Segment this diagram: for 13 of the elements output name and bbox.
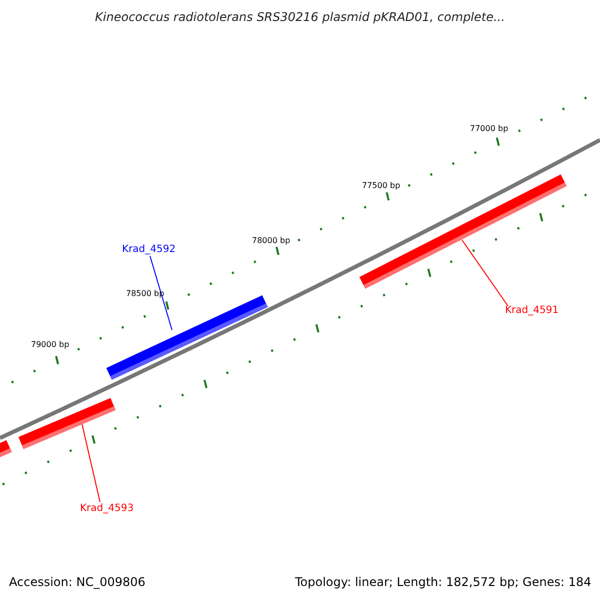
scale-label: 77000 bp [470,124,508,133]
gene-label: Krad_4591 [505,305,559,316]
leader-line [150,256,172,330]
gene-label: Krad_4593 [80,503,134,514]
diagram-title: Kineococcus radiotolerans SRS30216 plasmid pKRAD01, complete... [94,10,506,24]
scale-label: 79000 bp [31,340,70,349]
genome-summary-text: Topology: linear; Length: 182,572 bp; Genes: 184 [295,575,592,589]
leader-line [82,424,100,502]
scale-label: 77500 bp [362,181,400,190]
accession-text: Accession: NC_009806 [9,575,146,589]
scale-label: 78000 bp [252,236,290,245]
leader-line [462,240,508,306]
gene-label: Krad_4592 [122,244,176,255]
